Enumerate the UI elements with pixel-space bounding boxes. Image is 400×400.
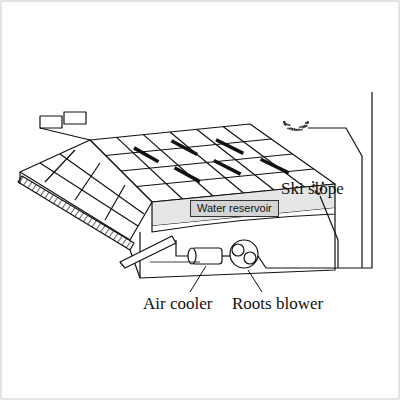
base-line — [150, 262, 200, 263]
snow-particle — [294, 128, 296, 130]
delivery-pipe — [258, 92, 372, 268]
snow-particle — [303, 125, 305, 127]
grid-bar — [171, 141, 197, 155]
snow-particle — [287, 124, 289, 126]
snow-particle — [307, 122, 309, 124]
grid-bar — [214, 160, 241, 174]
top-block — [40, 116, 62, 128]
grid-bar — [175, 168, 200, 182]
roots-blower — [230, 240, 258, 268]
snow-particle — [306, 122, 308, 124]
snow-particle — [283, 121, 285, 123]
grid-bar — [261, 159, 289, 173]
snow-particle — [305, 122, 307, 124]
snow-particle — [296, 129, 298, 131]
rack-bar — [60, 154, 144, 214]
snow-particle — [287, 127, 289, 129]
snow-particle — [299, 126, 301, 128]
branch-pipe — [320, 196, 338, 268]
snow-particle — [299, 129, 301, 131]
snow-particle — [301, 126, 303, 128]
leader-line — [190, 266, 206, 292]
snow-particle — [306, 125, 308, 127]
blower-pipe — [222, 255, 230, 256]
snow-particle — [292, 129, 294, 131]
snow-particle — [307, 121, 309, 123]
rack-bar — [105, 185, 125, 220]
snow-particle — [285, 124, 287, 126]
frame-edge — [40, 128, 90, 140]
snow-particle — [289, 124, 291, 126]
blower-lobe — [232, 244, 244, 256]
grid-bar — [134, 148, 158, 162]
screw-conveyor — [18, 176, 134, 250]
snow-particle — [284, 123, 286, 125]
rack-bar — [45, 150, 75, 182]
leader-line — [248, 270, 262, 292]
slope-label: Ski slope — [281, 180, 344, 199]
snow-particle — [283, 123, 285, 125]
snow-particle — [283, 121, 285, 123]
rack-bar — [75, 163, 100, 200]
part-label: Roots blower — [232, 295, 323, 314]
reservoir-label: Water reservoir — [197, 202, 272, 215]
part-label: Air cooler — [143, 295, 212, 314]
top-block — [64, 112, 86, 124]
snow-particle — [289, 128, 291, 130]
grid-line — [106, 139, 272, 156]
reservoir-band: Water reservoir — [190, 200, 279, 217]
snow-particle — [301, 129, 303, 131]
snow-particle — [284, 121, 286, 123]
snow-particle — [307, 121, 309, 123]
blower-lobe — [244, 252, 256, 264]
inclined-pipe — [120, 236, 176, 268]
cooler-pipe — [176, 240, 188, 256]
grid-bar — [216, 140, 243, 154]
snow-particle — [294, 129, 296, 131]
snow-particle — [283, 121, 285, 123]
